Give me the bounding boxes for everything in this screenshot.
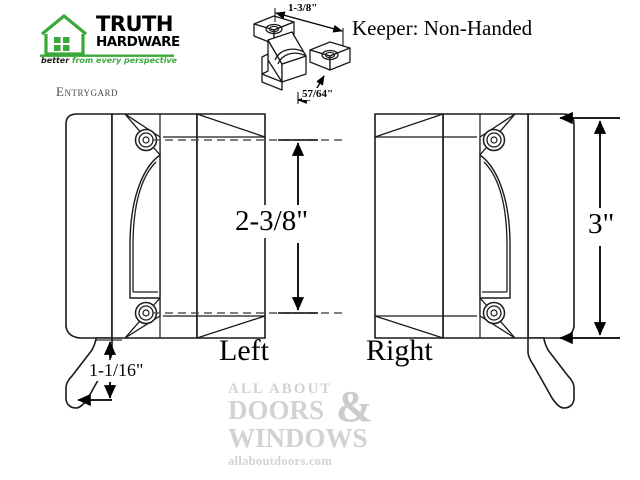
watermark-line1: ALL ABOUT: [228, 381, 333, 397]
keeper-depth-dimension: 57/64": [302, 88, 334, 100]
watermark: ALL ABOUT DOORS & WINDOWS allaboutdoors.…: [228, 382, 418, 468]
right-screw-hole-top: [482, 128, 506, 152]
logo-tagline-part2: from every perspective: [71, 56, 177, 65]
logo-wordmark: TRUTH HARDWARE: [96, 14, 180, 50]
watermark-line2: DOORS: [228, 395, 325, 425]
centerline-solid-caps: [278, 139, 318, 314]
right-lock-body: [374, 113, 575, 409]
left-screw-hole-top: [134, 128, 158, 152]
lever-offset-dimension: 1-1/16": [88, 360, 145, 381]
right-screw-hole-bottom: [482, 301, 506, 325]
product-line-label: Entrygard: [56, 84, 118, 99]
right-body-label: Right: [366, 334, 433, 367]
lever-offset-dimension-line: [77, 341, 117, 407]
overall-height-extension-lines: [559, 111, 620, 345]
logo-tagline-part1: better: [41, 56, 72, 65]
watermark-line3: WINDOWS: [228, 423, 368, 453]
watermark-line2-row: DOORS &: [228, 385, 418, 429]
house-logo-icon: [40, 13, 174, 57]
logo-name-line2: HARDWARE: [96, 34, 180, 50]
keeper-width-dimension: 1-3/8": [288, 2, 318, 14]
page-title: Keeper: Non-Handed: [352, 16, 533, 40]
watermark-ampersand: &: [336, 382, 373, 431]
keeper-dimension-lines: [274, 8, 344, 104]
hole-spacing-dimension: 2-3/8": [233, 205, 311, 238]
left-body-label: Left: [219, 334, 269, 367]
overall-height-dimension: 3": [586, 208, 617, 241]
watermark-url: allaboutdoors.com: [228, 454, 333, 468]
logo-name-line1: TRUTH: [96, 12, 173, 36]
keeper-screw-hole-right: [321, 49, 339, 61]
truth-hardware-logo: TRUTH HARDWARE better from every perspec…: [38, 12, 180, 70]
logo-tagline: better from every perspective: [41, 56, 177, 65]
